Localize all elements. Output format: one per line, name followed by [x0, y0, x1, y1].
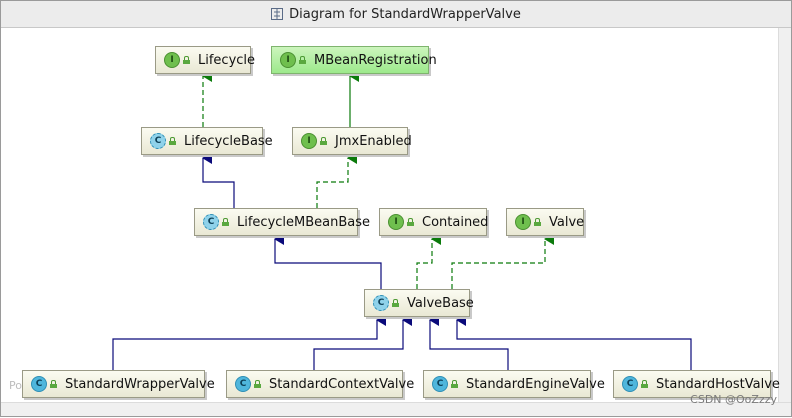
- node-label: Lifecycle: [198, 52, 256, 68]
- interface-icon: I: [388, 214, 404, 230]
- edge-standardenginevalve-extends-valvebase: [429, 314, 509, 370]
- node-lifecyclembeanbase[interactable]: C LifecycleMBeanBase: [194, 208, 370, 236]
- interface-icon: I: [301, 133, 317, 149]
- abstract-class-icon: C: [373, 295, 389, 311]
- window-title: Diagram for StandardWrapperValve: [289, 6, 521, 22]
- class-icon: C: [432, 376, 448, 392]
- abstract-class-icon: C: [150, 133, 166, 149]
- node-label: MBeanRegistration: [314, 52, 437, 68]
- node-valvebase[interactable]: C ValveBase: [364, 289, 474, 317]
- node-contained[interactable]: I Contained: [379, 208, 488, 236]
- edge-valvebase-extends-lifecyclembeanbase: [274, 233, 382, 289]
- edge-lifecyclembeanbase-extends-lifecyclebase: [202, 152, 235, 208]
- edge-valvebase-implements-contained: [416, 233, 441, 289]
- lock-icon: [169, 137, 176, 145]
- node-standardwrappervalve[interactable]: C StandardWrapperValve: [22, 370, 215, 398]
- node-lifecyclebase[interactable]: C LifecycleBase: [141, 127, 273, 155]
- node-standardhostvalve[interactable]: C StandardHostValve: [613, 370, 780, 398]
- node-valve[interactable]: I Valve: [506, 208, 584, 236]
- node-lifecycle[interactable]: I Lifecycle: [155, 46, 255, 74]
- edge-standardhostvalve-extends-valvebase: [456, 314, 692, 370]
- lock-icon: [320, 137, 327, 145]
- interface-icon: I: [164, 52, 180, 68]
- lock-icon: [183, 56, 190, 64]
- lock-icon: [641, 380, 648, 388]
- node-label: Valve: [549, 214, 585, 230]
- edge-lifecyclembeanbase-implements-jmxenabled: [316, 152, 357, 208]
- lock-icon: [407, 218, 414, 226]
- lock-icon: [392, 299, 399, 307]
- clipped-left-text: Po: [9, 379, 22, 392]
- node-label: StandardWrapperValve: [65, 376, 215, 392]
- node-label: StandardEngineValve: [466, 376, 605, 392]
- edge-valvebase-implements-valve: [451, 233, 554, 289]
- interface-icon: I: [515, 214, 531, 230]
- vertical-scrollbar[interactable]: [778, 28, 791, 403]
- node-mbeanregistration[interactable]: I MBeanRegistration: [271, 46, 437, 74]
- horizontal-scrollbar[interactable]: [1, 402, 791, 416]
- lock-icon: [50, 380, 57, 388]
- watermark: CSDN @OoZzzy: [690, 393, 777, 406]
- title-bar: Diagram for StandardWrapperValve: [1, 1, 791, 28]
- interface-icon: I: [280, 52, 296, 68]
- abstract-class-icon: C: [203, 214, 219, 230]
- edge-standardcontextvalve-extends-valvebase: [313, 314, 412, 370]
- class-icon: C: [622, 376, 638, 392]
- lock-icon: [222, 218, 229, 226]
- node-label: LifecycleMBeanBase: [237, 214, 371, 230]
- lock-icon: [299, 56, 306, 64]
- node-label: StandardContextValve: [269, 376, 415, 392]
- node-label: Contained: [422, 214, 489, 230]
- node-label: LifecycleBase: [184, 133, 273, 149]
- lock-icon: [254, 380, 261, 388]
- lock-icon: [451, 380, 458, 388]
- node-label: StandardHostValve: [656, 376, 780, 392]
- node-label: ValveBase: [407, 295, 474, 311]
- edge-standardwrappervalve-extends-valvebase: [112, 314, 386, 370]
- lock-icon: [534, 218, 541, 226]
- node-standardcontextvalve[interactable]: C StandardContextValve: [226, 370, 414, 398]
- class-icon: C: [235, 376, 251, 392]
- diagram-icon: [271, 8, 284, 20]
- node-label: JmxEnabled: [335, 133, 412, 149]
- class-icon: C: [31, 376, 47, 392]
- node-jmxenabled[interactable]: I JmxEnabled: [292, 127, 412, 155]
- node-standardenginevalve[interactable]: C StandardEngineValve: [423, 370, 605, 398]
